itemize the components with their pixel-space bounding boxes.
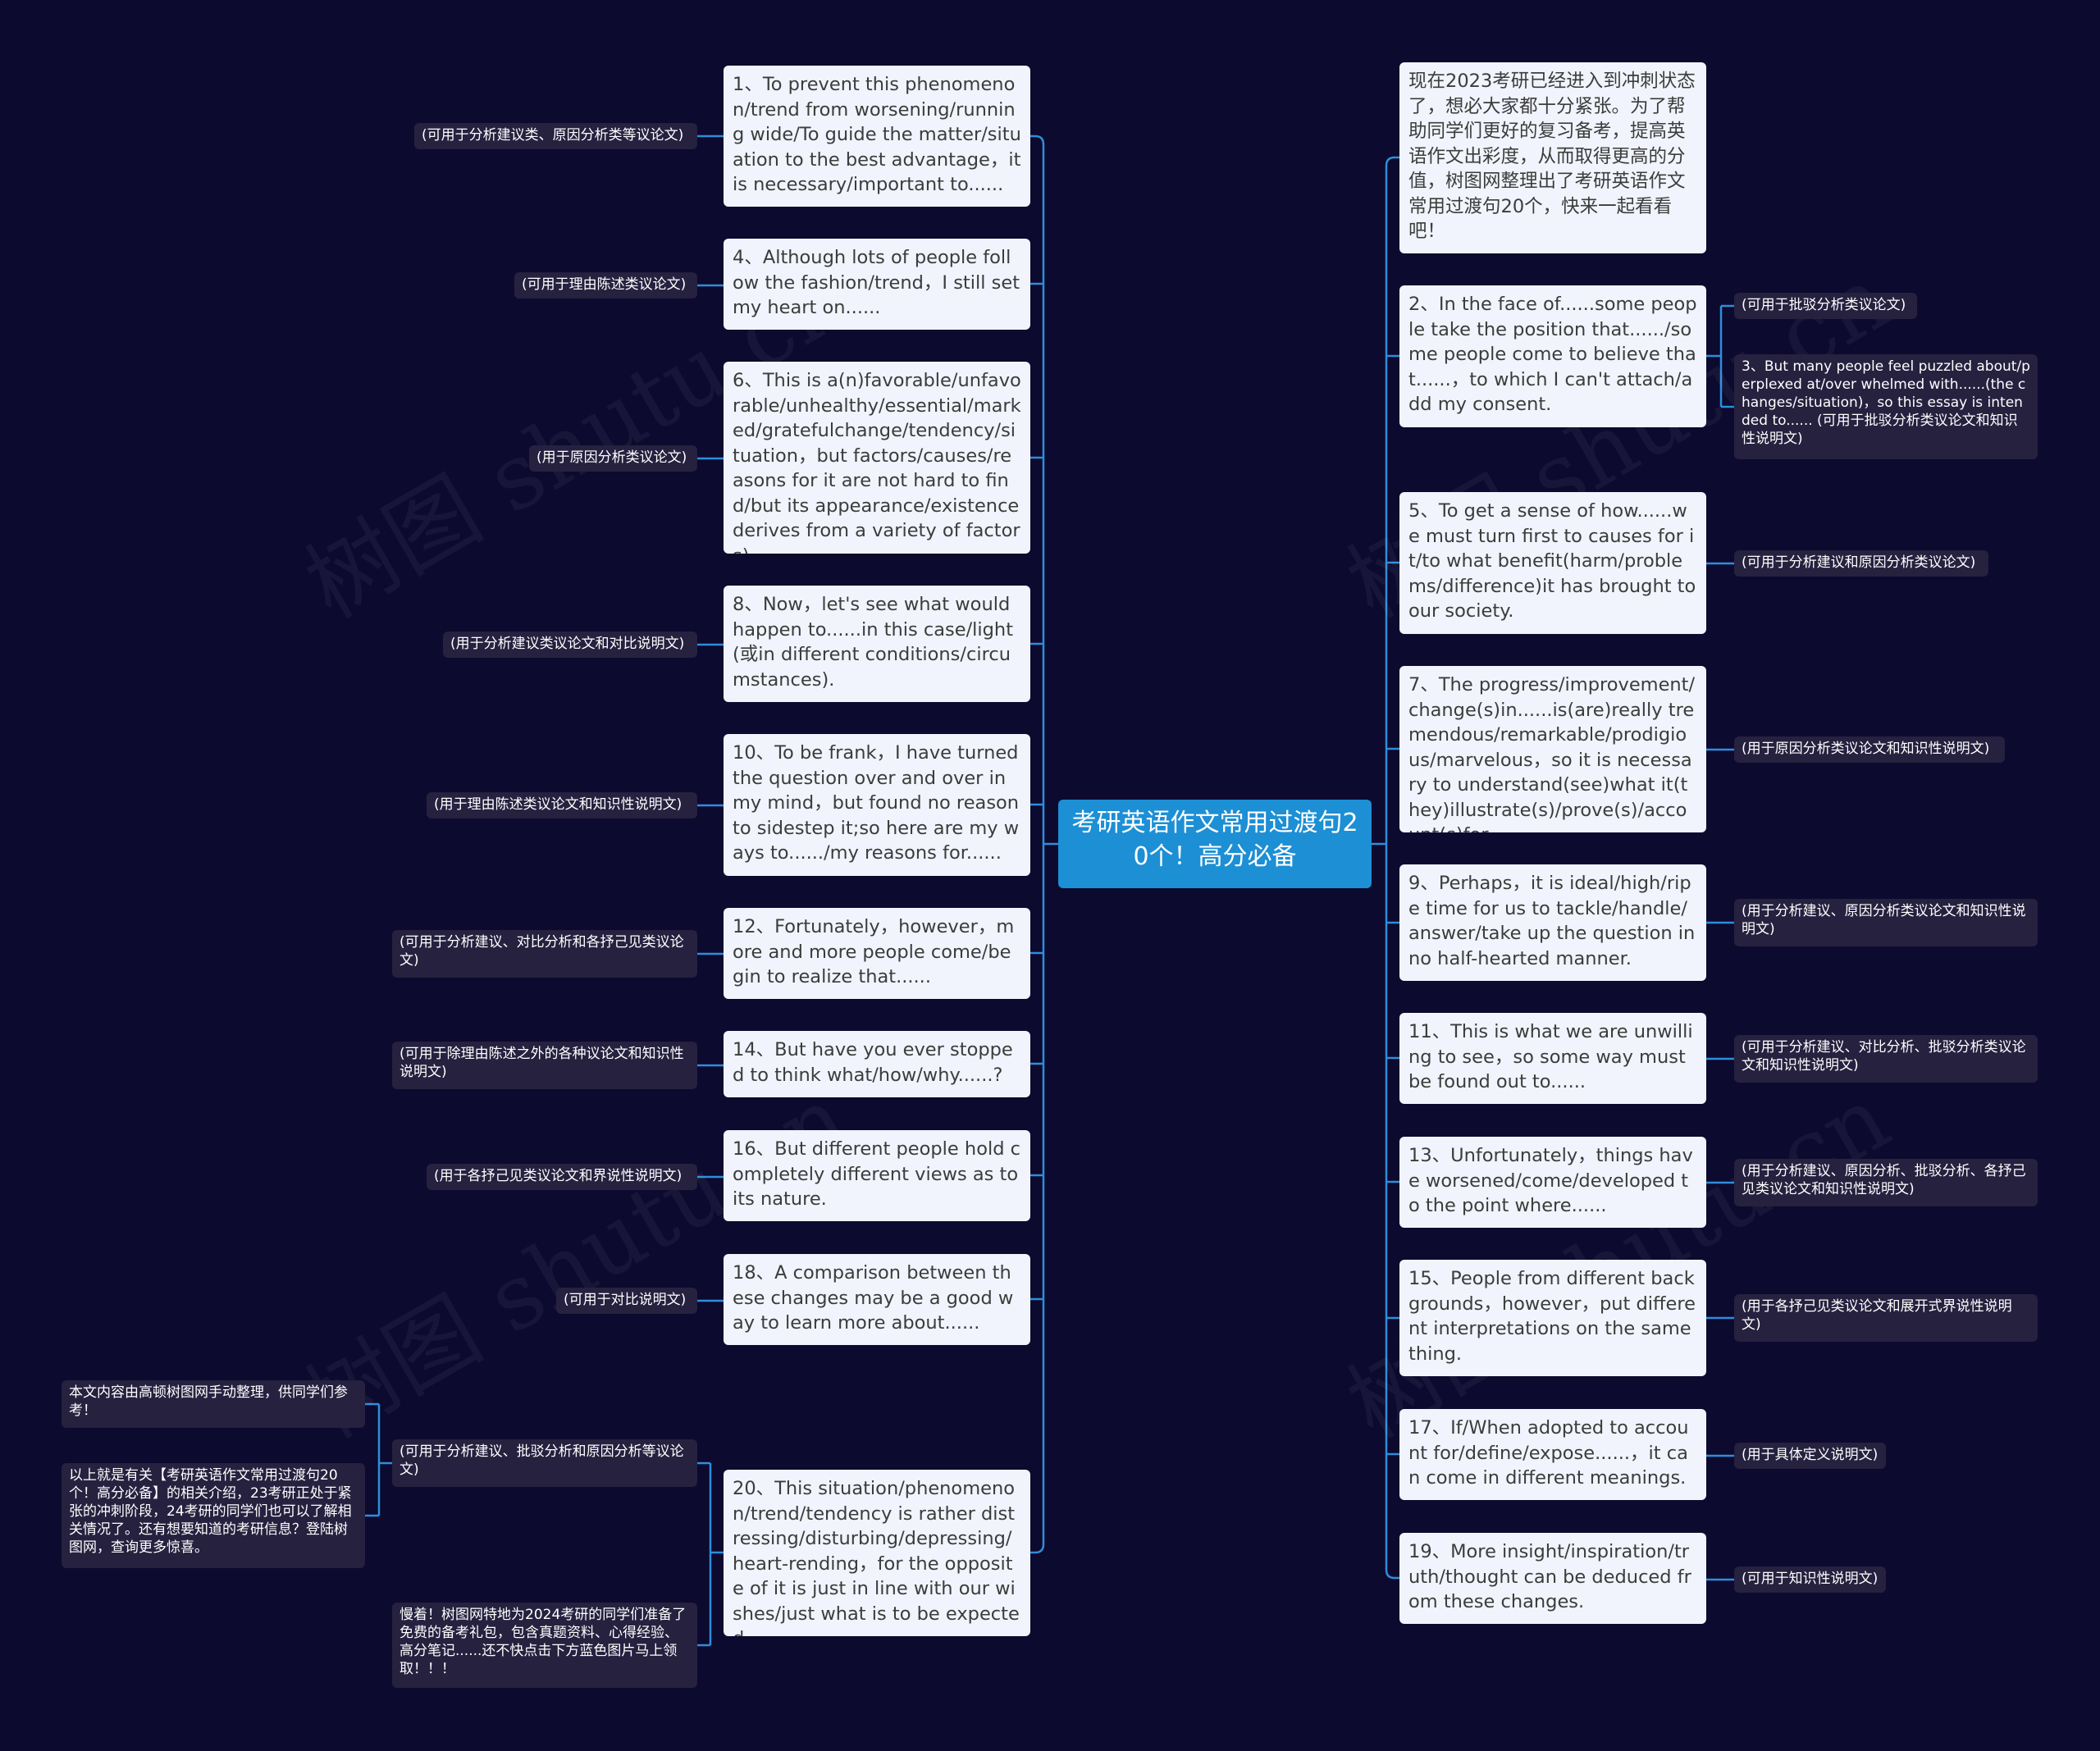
branch-node[interactable]: 12、Fortunately，however，more and more peo… <box>724 908 1030 999</box>
branch-note[interactable]: (用于分析建议、原因分析、批驳分析、各抒己见类议论文和知识性说明文) <box>1734 1159 2038 1206</box>
connector-line <box>1030 135 1045 145</box>
intro-node[interactable]: 现在2023考研已经进入到冲刺状态了，想必大家都十分紧张。为了帮助同学们更好的复… <box>1399 62 1706 253</box>
branch-node[interactable]: 5、To get a sense of how......we must tur… <box>1399 492 1706 634</box>
branch-node[interactable]: 6、This is a(n)favorable/unfavorable/unhe… <box>724 362 1030 554</box>
branch-node[interactable]: 13、Unfortunately，things have worsened/co… <box>1399 1137 1706 1228</box>
branch-node[interactable]: 1、To prevent this phenomenon/trend from … <box>724 66 1030 207</box>
branch-note[interactable]: (可用于分析建议、对比分析、批驳分析类议论文和知识性说明文) <box>1734 1035 2038 1083</box>
branch-note[interactable]: (可用于对比说明文) <box>556 1288 697 1314</box>
branch-node[interactable]: 9、Perhaps，it is ideal/high/ripe time for… <box>1399 864 1706 981</box>
branch-node[interactable]: 18、A comparison between these changes ma… <box>724 1254 1030 1345</box>
connector-line <box>1385 156 1399 166</box>
summary-note[interactable]: 以上就是有关【考研英语作文常用过渡句20个！高分必备】的相关介绍，23考研正处于… <box>62 1463 365 1568</box>
branch-node[interactable]: 19、More insight/inspiration/truth/though… <box>1399 1533 1706 1624</box>
branch-node[interactable]: 2、In the face of......some people take t… <box>1399 285 1706 427</box>
branch-note[interactable]: (用于具体定义说明文) <box>1734 1443 1886 1469</box>
branch-node[interactable]: 16、But different people hold completely … <box>724 1130 1030 1221</box>
branch-note[interactable]: (用于原因分析类议论文和知识性说明文) <box>1734 736 2005 763</box>
source-note[interactable]: 本文内容由高顿树图网手动整理，供同学们参考！ <box>62 1380 365 1428</box>
branch-note[interactable]: (用于各抒己见类议论文和界说性说明文) <box>427 1164 697 1190</box>
branch-node[interactable]: 4、Although lots of people follow the fas… <box>724 239 1030 330</box>
connector-line <box>1030 1544 1045 1554</box>
branch-node[interactable]: 17、If/When adopted to account for/define… <box>1399 1409 1706 1500</box>
branch-node[interactable]: 10、To be frank，I have turned the questio… <box>724 734 1030 876</box>
branch-node[interactable]: 20、This situation/phenomenon/trend/tende… <box>724 1470 1030 1636</box>
branch-note[interactable]: (可用于分析建议类、原因分析类等议论文) <box>414 123 697 149</box>
branch-note[interactable]: (可用于分析建议、对比分析和各抒己见类议论文) <box>392 930 697 978</box>
branch-note[interactable]: (用于理由陈述类议论文和知识性说明文) <box>427 792 697 819</box>
branch-note[interactable]: (可用于分析建议、批驳分析和原因分析等议论文) <box>392 1439 697 1487</box>
connector-line <box>1385 1569 1399 1580</box>
branch-node[interactable]: 7、The progress/improvement/change(s)in..… <box>1399 666 1706 832</box>
branch-node[interactable]: 8、Now，let's see what would happen to....… <box>724 586 1030 702</box>
branch-note[interactable]: (可用于理由陈述类议论文) <box>514 272 697 299</box>
branch-note[interactable]: (用于分析建议类议论文和对比说明文) <box>443 632 697 658</box>
branch-node[interactable]: 15、People from different backgrounds，how… <box>1399 1260 1706 1376</box>
branch-note[interactable]: (可用于除理由陈述之外的各种议论文和知识性说明文) <box>392 1042 697 1089</box>
promo-note[interactable]: 慢着！树图网特地为2024考研的同学们准备了免费的备考礼包，包含真题资料、心得经… <box>392 1603 697 1688</box>
center-topic[interactable]: 考研英语作文常用过渡句20个！高分必备 <box>1058 800 1372 888</box>
branch-note[interactable]: (可用于知识性说明文) <box>1734 1566 1886 1593</box>
branch-note[interactable]: 3、But many people feel puzzled about/per… <box>1734 354 2038 459</box>
branch-note[interactable]: (用于原因分析类议论文) <box>529 445 697 472</box>
branch-node[interactable]: 11、This is what we are unwilling to see，… <box>1399 1013 1706 1104</box>
branch-note[interactable]: (用于各抒己见类议论文和展开式界说性说明文) <box>1734 1294 2038 1342</box>
branch-note[interactable]: (可用于分析建议和原因分析类议论文) <box>1734 550 1988 577</box>
branch-node[interactable]: 14、But have you ever stopped to think wh… <box>724 1031 1030 1097</box>
branch-note[interactable]: (可用于批驳分析类议论文) <box>1734 293 1917 319</box>
branch-note[interactable]: (用于分析建议、原因分析类议论文和知识性说明文) <box>1734 899 2038 946</box>
